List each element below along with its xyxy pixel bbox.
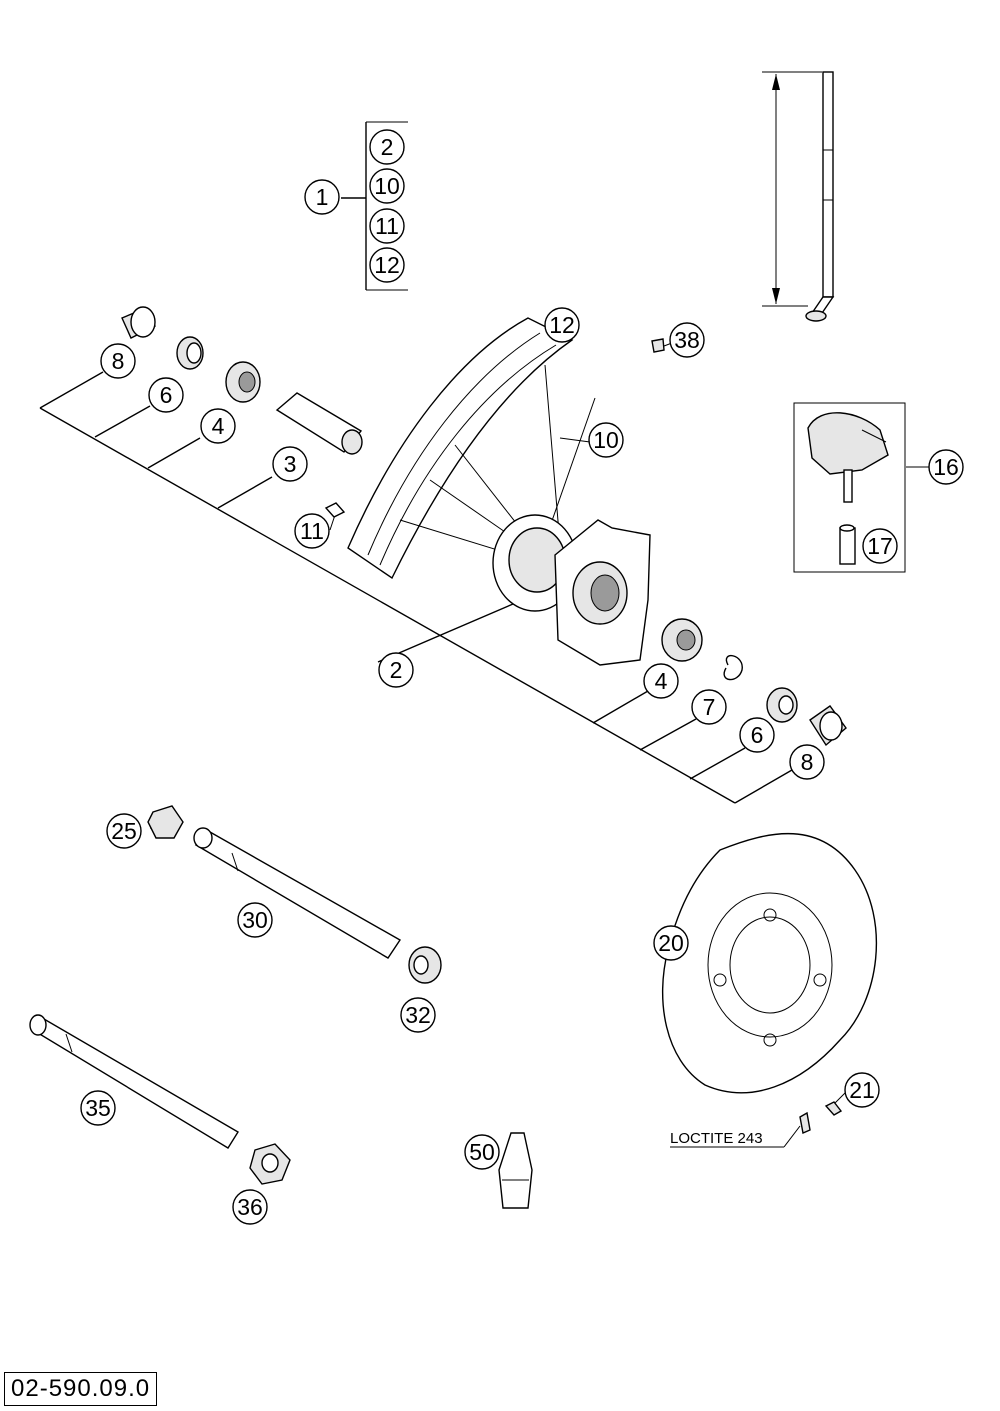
- callout-30-label: 30: [242, 907, 268, 933]
- callout-6-right: 6: [739, 717, 775, 753]
- callout-6-right-label: 6: [751, 722, 764, 748]
- callout-7-label: 7: [703, 694, 716, 720]
- callout-7: 7: [691, 689, 727, 725]
- callout-38-label: 38: [674, 327, 700, 353]
- axle-set-upper: [147, 805, 442, 984]
- spoke-nipple: [651, 338, 665, 353]
- brake-disc: [662, 832, 878, 1134]
- callout-8-right: 8: [789, 744, 825, 780]
- callout-4-right: 4: [643, 663, 679, 699]
- callout-8-left: 8: [100, 343, 136, 379]
- callout-16-label: 16: [933, 454, 959, 480]
- callout-10-bracket: 10: [369, 168, 405, 204]
- callout-12-bracket-label: 12: [374, 252, 400, 278]
- callout-50-label: 50: [469, 1139, 495, 1165]
- callout-2: 2: [378, 652, 414, 688]
- callout-2-bracket-label: 2: [381, 134, 394, 160]
- callout-12-label: 12: [549, 312, 575, 338]
- callout-8-left-label: 8: [112, 348, 125, 374]
- spoke-measure: [762, 71, 835, 322]
- callout-35: 35: [80, 1090, 116, 1126]
- callout-8-right-label: 8: [801, 749, 814, 775]
- callout-32-label: 32: [405, 1002, 431, 1028]
- callout-11-label: 11: [300, 518, 324, 544]
- loctite-note-text: LOCTITE 243: [670, 1130, 763, 1147]
- callout-10-label: 10: [593, 427, 619, 453]
- callout-4-left-label: 4: [212, 413, 225, 439]
- callout-21-label: 21: [849, 1077, 875, 1103]
- callout-25: 25: [106, 813, 142, 849]
- callout-36: 36: [232, 1189, 268, 1225]
- callout-10: 10: [588, 422, 624, 458]
- bearing-set-left: [121, 306, 363, 518]
- rim-and-hub: [347, 317, 651, 666]
- callout-6-left-label: 6: [160, 382, 173, 408]
- callout-20: 20: [653, 925, 689, 961]
- callout-50: 50: [464, 1134, 500, 1170]
- callout-17: 17: [862, 528, 898, 564]
- callout-12: 12: [544, 307, 580, 343]
- callout-20-label: 20: [658, 930, 684, 956]
- grease-tube: [498, 1132, 533, 1209]
- callout-11-bracket-label: 11: [375, 213, 399, 239]
- callout-10-bracket-label: 10: [374, 173, 400, 199]
- callout-32: 32: [400, 997, 436, 1033]
- callout-36-label: 36: [237, 1194, 263, 1220]
- valve-box: [793, 402, 906, 573]
- callout-17-label: 17: [867, 533, 893, 559]
- callout-11: 11: [294, 513, 330, 549]
- bearing-set-right: [661, 618, 847, 747]
- callout-35-label: 35: [85, 1095, 111, 1121]
- callout-2-bracket: 2: [369, 129, 405, 165]
- callout-6-left: 6: [148, 377, 184, 413]
- callout-11-bracket: 11: [369, 208, 405, 244]
- callout-4-left: 4: [200, 408, 236, 444]
- document-number: 02-590.09.0: [4, 1372, 158, 1406]
- callout-12-bracket: 12: [369, 247, 405, 283]
- leader-lines: [39, 339, 930, 1105]
- callout-1-label: 1: [316, 184, 329, 210]
- loctite-note: LOCTITE 243: [670, 1125, 801, 1148]
- axle-set-lower: [29, 1014, 291, 1185]
- callout-4-right-label: 4: [655, 668, 668, 694]
- callout-38: 38: [669, 322, 705, 358]
- callout-3-label: 3: [284, 451, 297, 477]
- callout-1: 1: [304, 179, 340, 215]
- callouts: 1 2 10 11 12 12 38 8 6 4 3 10 11 16 17 2…: [80, 129, 964, 1225]
- callout-3: 3: [272, 446, 308, 482]
- callout-21: 21: [844, 1072, 880, 1108]
- assembly-group-bracket: [341, 121, 408, 291]
- callout-16: 16: [928, 449, 964, 485]
- callout-30: 30: [237, 902, 273, 938]
- callout-2-label: 2: [390, 657, 403, 683]
- callout-25-label: 25: [111, 818, 137, 844]
